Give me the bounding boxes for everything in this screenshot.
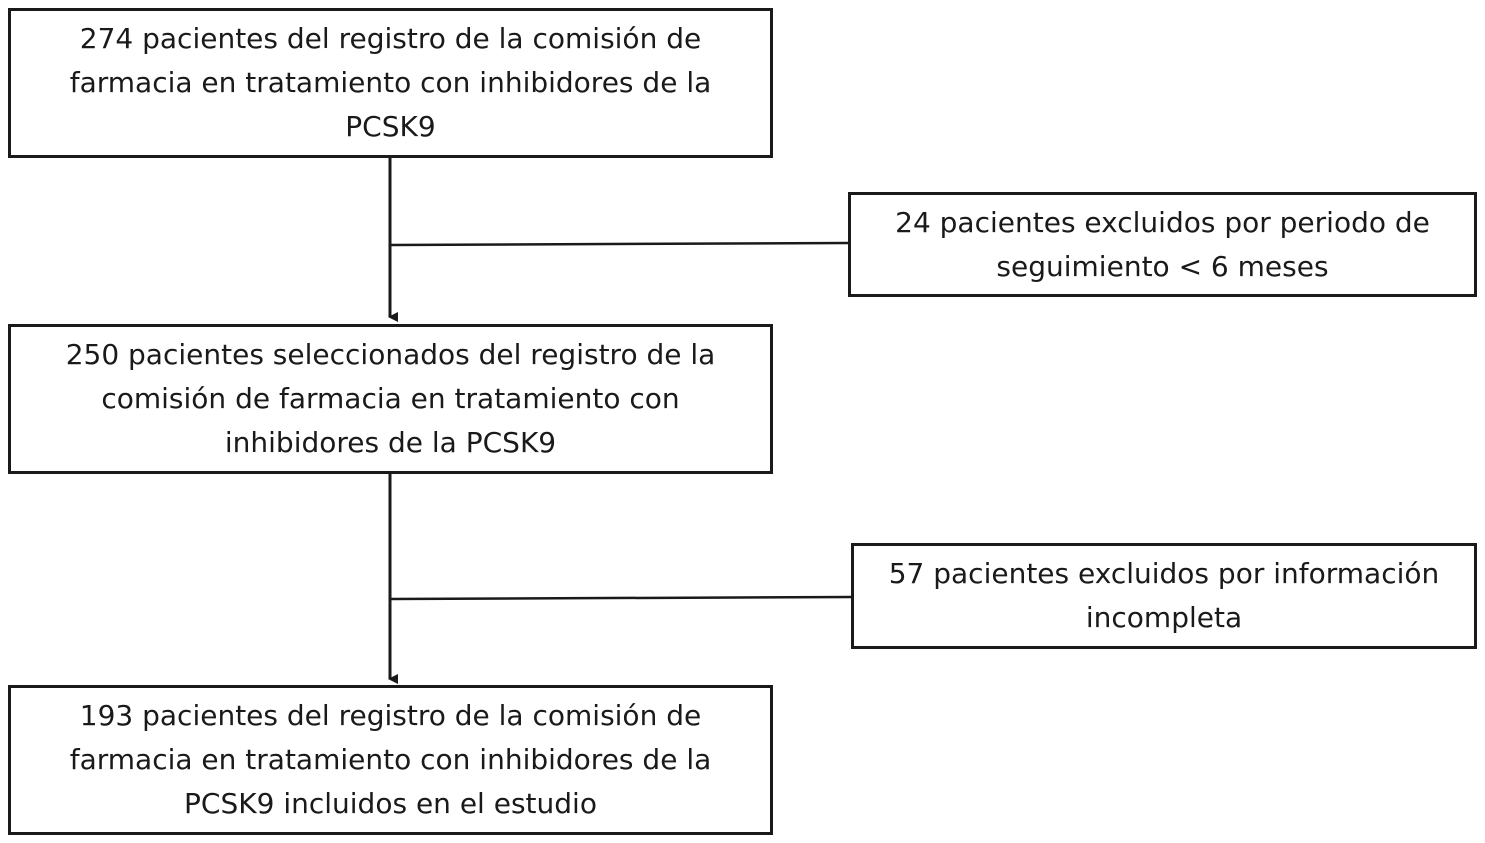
box-selected-line-1: 250 pacientes seleccionados del registro… bbox=[65, 338, 716, 371]
exclusion-followup-line-2: seguimiento < 6 meses bbox=[996, 249, 1329, 283]
box-exclusion-followup: 24 pacientes excluidos por periodo de se… bbox=[848, 192, 1477, 297]
box-included-patients: 193 pacientes del registro de la comisió… bbox=[8, 685, 773, 835]
box-initial-line-3: PCSK9 bbox=[345, 110, 436, 143]
box-included-line-1: 193 pacientes del registro de la comisió… bbox=[79, 699, 702, 732]
box-initial-line-2: farmacia en tratamiento con inhibidores … bbox=[69, 66, 712, 99]
exclusion-followup-line-1: 24 pacientes excluidos por periodo de bbox=[895, 205, 1430, 239]
box-exclusion-incomplete: 57 pacientes excluidos por información i… bbox=[851, 543, 1477, 649]
box-initial-line-1: 274 pacientes del registro de la comisió… bbox=[79, 22, 702, 55]
box-selected-line-3: inhibidores de la PCSK9 bbox=[224, 426, 557, 459]
box-included-line-2: farmacia en tratamiento con inhibidores … bbox=[69, 743, 712, 776]
box-selected-patients: 250 pacientes seleccionados del registro… bbox=[8, 324, 773, 474]
box-selected-line-2: comisión de farmacia en tratamiento con bbox=[101, 382, 680, 415]
box-initial-patients: 274 pacientes del registro de la comisió… bbox=[8, 8, 773, 158]
box-included-line-3: PCSK9 incluidos en el estudio bbox=[184, 787, 597, 820]
branch-to-exclusion-1 bbox=[389, 241, 851, 247]
exclusion-incomplete-line-2: incompleta bbox=[1085, 601, 1243, 634]
exclusion-incomplete-line-1: 57 pacientes excluidos por información bbox=[888, 557, 1440, 590]
branch-to-exclusion-2 bbox=[389, 595, 854, 601]
